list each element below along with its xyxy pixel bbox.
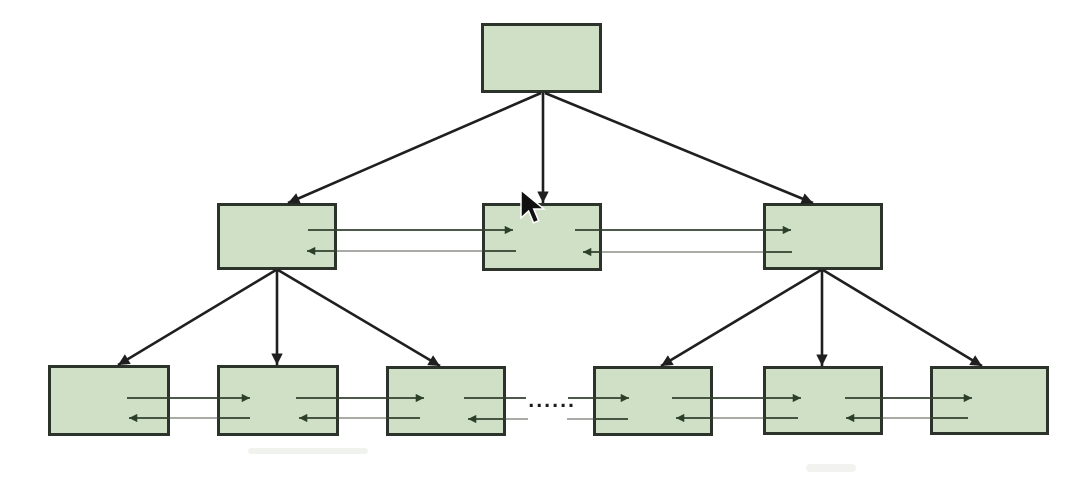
node-internal-middle: [482, 203, 602, 271]
tree-edge-internal-right-to-leaf-6: [822, 268, 983, 368]
node-leaf-2: [217, 365, 339, 436]
node-leaf-6: [930, 366, 1049, 435]
tree-edge-root-to-internal-right: [544, 91, 814, 205]
node-leaf-5: [763, 366, 883, 435]
tree-edge-internal-right-to-leaf-4: [660, 268, 822, 368]
tree-edge-internal-left-to-leaf-3: [277, 268, 441, 368]
tree-edge-internal-left-to-leaf-1: [117, 268, 277, 367]
node-internal-right: [763, 203, 883, 270]
node-leaf-4: [593, 366, 713, 436]
node-leaf-3: [386, 366, 506, 436]
faint-artifact-right: [806, 464, 856, 472]
node-internal-left: [217, 203, 337, 270]
tree-edge-root-to-internal-left: [287, 91, 542, 205]
node-leaf-1: [48, 365, 170, 436]
node-root: [481, 23, 602, 93]
faint-artifact-left: [248, 448, 368, 454]
omitted-leaves-ellipsis: ......: [528, 392, 576, 412]
